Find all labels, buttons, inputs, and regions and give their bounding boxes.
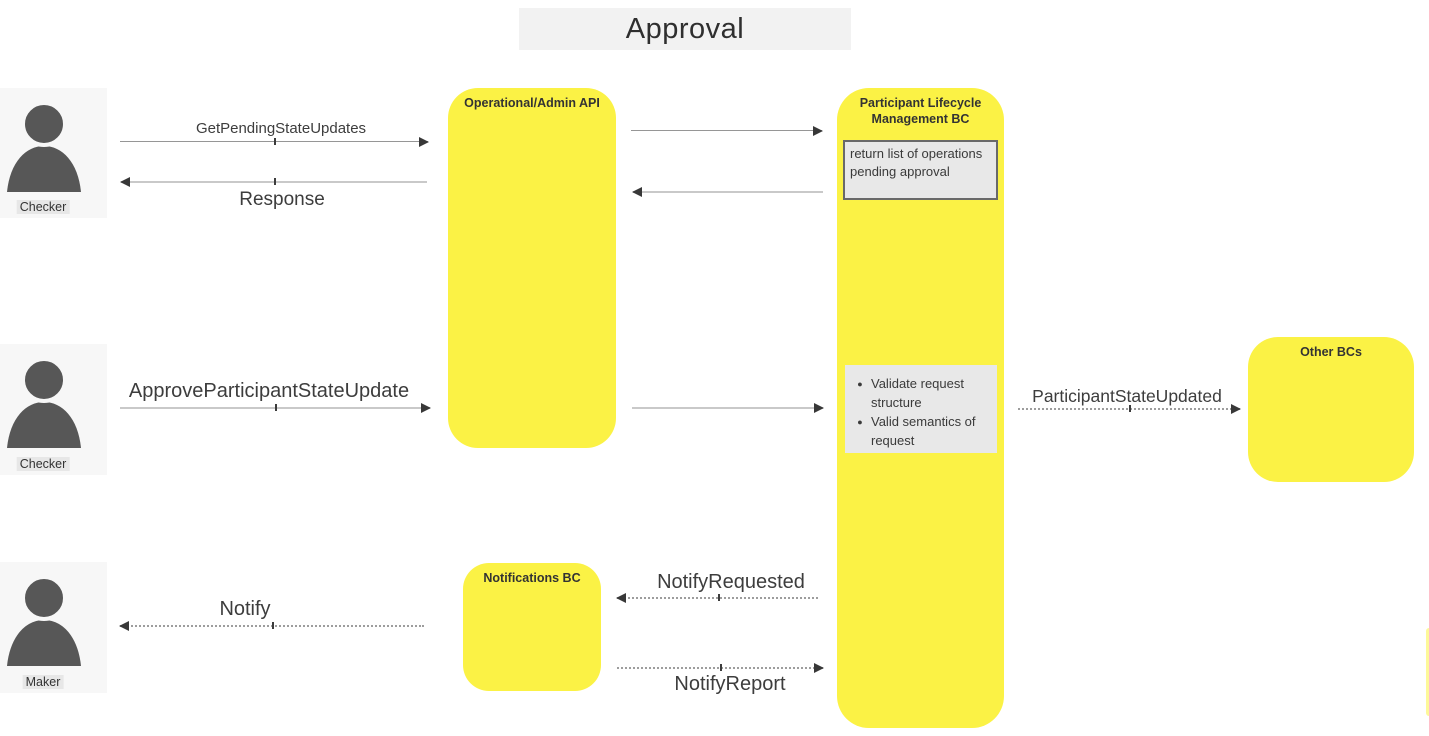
clipped-component-edge: [1426, 628, 1429, 716]
component-other-bcs: Other BCs: [1248, 337, 1414, 482]
message-label-notify-report: NotifyReport: [674, 673, 786, 695]
message-label-approve-participant-state-update: ApproveParticipantStateUpdate: [128, 380, 410, 402]
midpoint-tick: [275, 404, 277, 411]
arrowhead-left-icon: [632, 187, 642, 197]
diagram-title-bar: Approval: [519, 8, 851, 50]
bullet-text: Validate request structure: [871, 376, 964, 410]
arrowhead-left-icon: [119, 621, 129, 631]
actor-label: Maker: [22, 675, 64, 689]
actor-maker: Maker: [0, 562, 107, 693]
bullet-icon: ●: [857, 379, 863, 389]
midpoint-tick: [274, 178, 276, 185]
bullet-item: ● Validate request structure: [849, 375, 993, 413]
arrowhead-right-icon: [814, 403, 824, 413]
arrowhead-right-icon: [1231, 404, 1241, 414]
arrowhead-right-icon: [813, 126, 823, 136]
arrowhead-right-icon: [419, 137, 429, 147]
message-label-notify-requested: NotifyRequested: [657, 571, 805, 593]
actor-checker-2: Checker: [0, 344, 107, 475]
arrowhead-right-icon: [814, 663, 824, 673]
message-label-get-pending-state-updates: GetPendingStateUpdates: [195, 120, 367, 137]
actor-label: Checker: [16, 200, 70, 214]
message-line: [632, 407, 823, 409]
arrowhead-right-icon: [421, 403, 431, 413]
person-icon: [7, 357, 81, 448]
note-text: return list of operations pending approv…: [850, 146, 983, 180]
note-validate: ● Validate request structure ● Valid sem…: [845, 365, 997, 453]
midpoint-tick: [274, 138, 276, 145]
arrowhead-left-icon: [120, 177, 130, 187]
component-title: Other BCs: [1300, 345, 1362, 359]
person-icon: [7, 101, 81, 192]
midpoint-tick: [717, 594, 720, 601]
component-notifications-bc: Notifications BC: [463, 563, 601, 691]
bullet-icon: ●: [857, 416, 863, 427]
component-title: Operational/Admin API: [464, 96, 600, 110]
message-line: [633, 191, 823, 193]
message-label-notify: Notify: [219, 598, 271, 620]
message-label-participant-state-updated: ParticipantStateUpdated: [1032, 386, 1222, 406]
actor-label: Checker: [16, 457, 70, 471]
component-title: Notifications BC: [483, 571, 581, 585]
arrowhead-left-icon: [616, 593, 626, 603]
bullet-item: ● Valid semantics of request: [849, 413, 993, 451]
message-label-response: Response: [239, 189, 325, 210]
midpoint-tick: [272, 622, 274, 629]
midpoint-tick: [720, 664, 722, 671]
component-title: Participant Lifecycle Management BC: [859, 96, 982, 126]
component-operational-admin-api: Operational/Admin API: [448, 88, 616, 448]
bullet-text: Valid semantics of request: [871, 413, 976, 448]
person-icon: [7, 575, 81, 666]
diagram-title: Approval: [625, 12, 745, 45]
midpoint-tick: [1129, 405, 1131, 412]
actor-checker-1: Checker: [0, 88, 107, 218]
note-return-list: return list of operations pending approv…: [843, 140, 998, 200]
message-line: [631, 130, 822, 131]
